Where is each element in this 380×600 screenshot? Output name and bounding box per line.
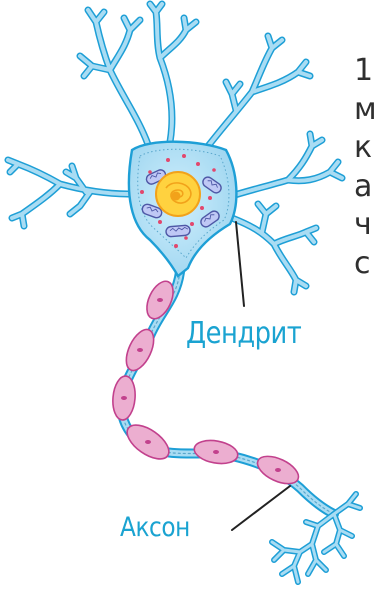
side-text-line: 1 (354, 52, 380, 91)
side-text-line: ч (354, 206, 380, 245)
dendrite-label: Дендрит (186, 316, 301, 351)
leader-lines (232, 222, 290, 530)
axon-label: Аксон (120, 512, 190, 543)
myelin-sheath (111, 277, 302, 489)
side-text-line: к (354, 129, 380, 168)
cropped-side-text: 1 м к а ч с (354, 52, 380, 283)
mitochondrion (166, 225, 191, 237)
axon-leader-line (232, 486, 290, 530)
side-text-line: м (354, 91, 380, 130)
dendrite-leader-line (236, 222, 244, 306)
nucleus (156, 172, 200, 216)
side-text-line: с (354, 245, 380, 284)
side-text-line: а (354, 168, 380, 207)
